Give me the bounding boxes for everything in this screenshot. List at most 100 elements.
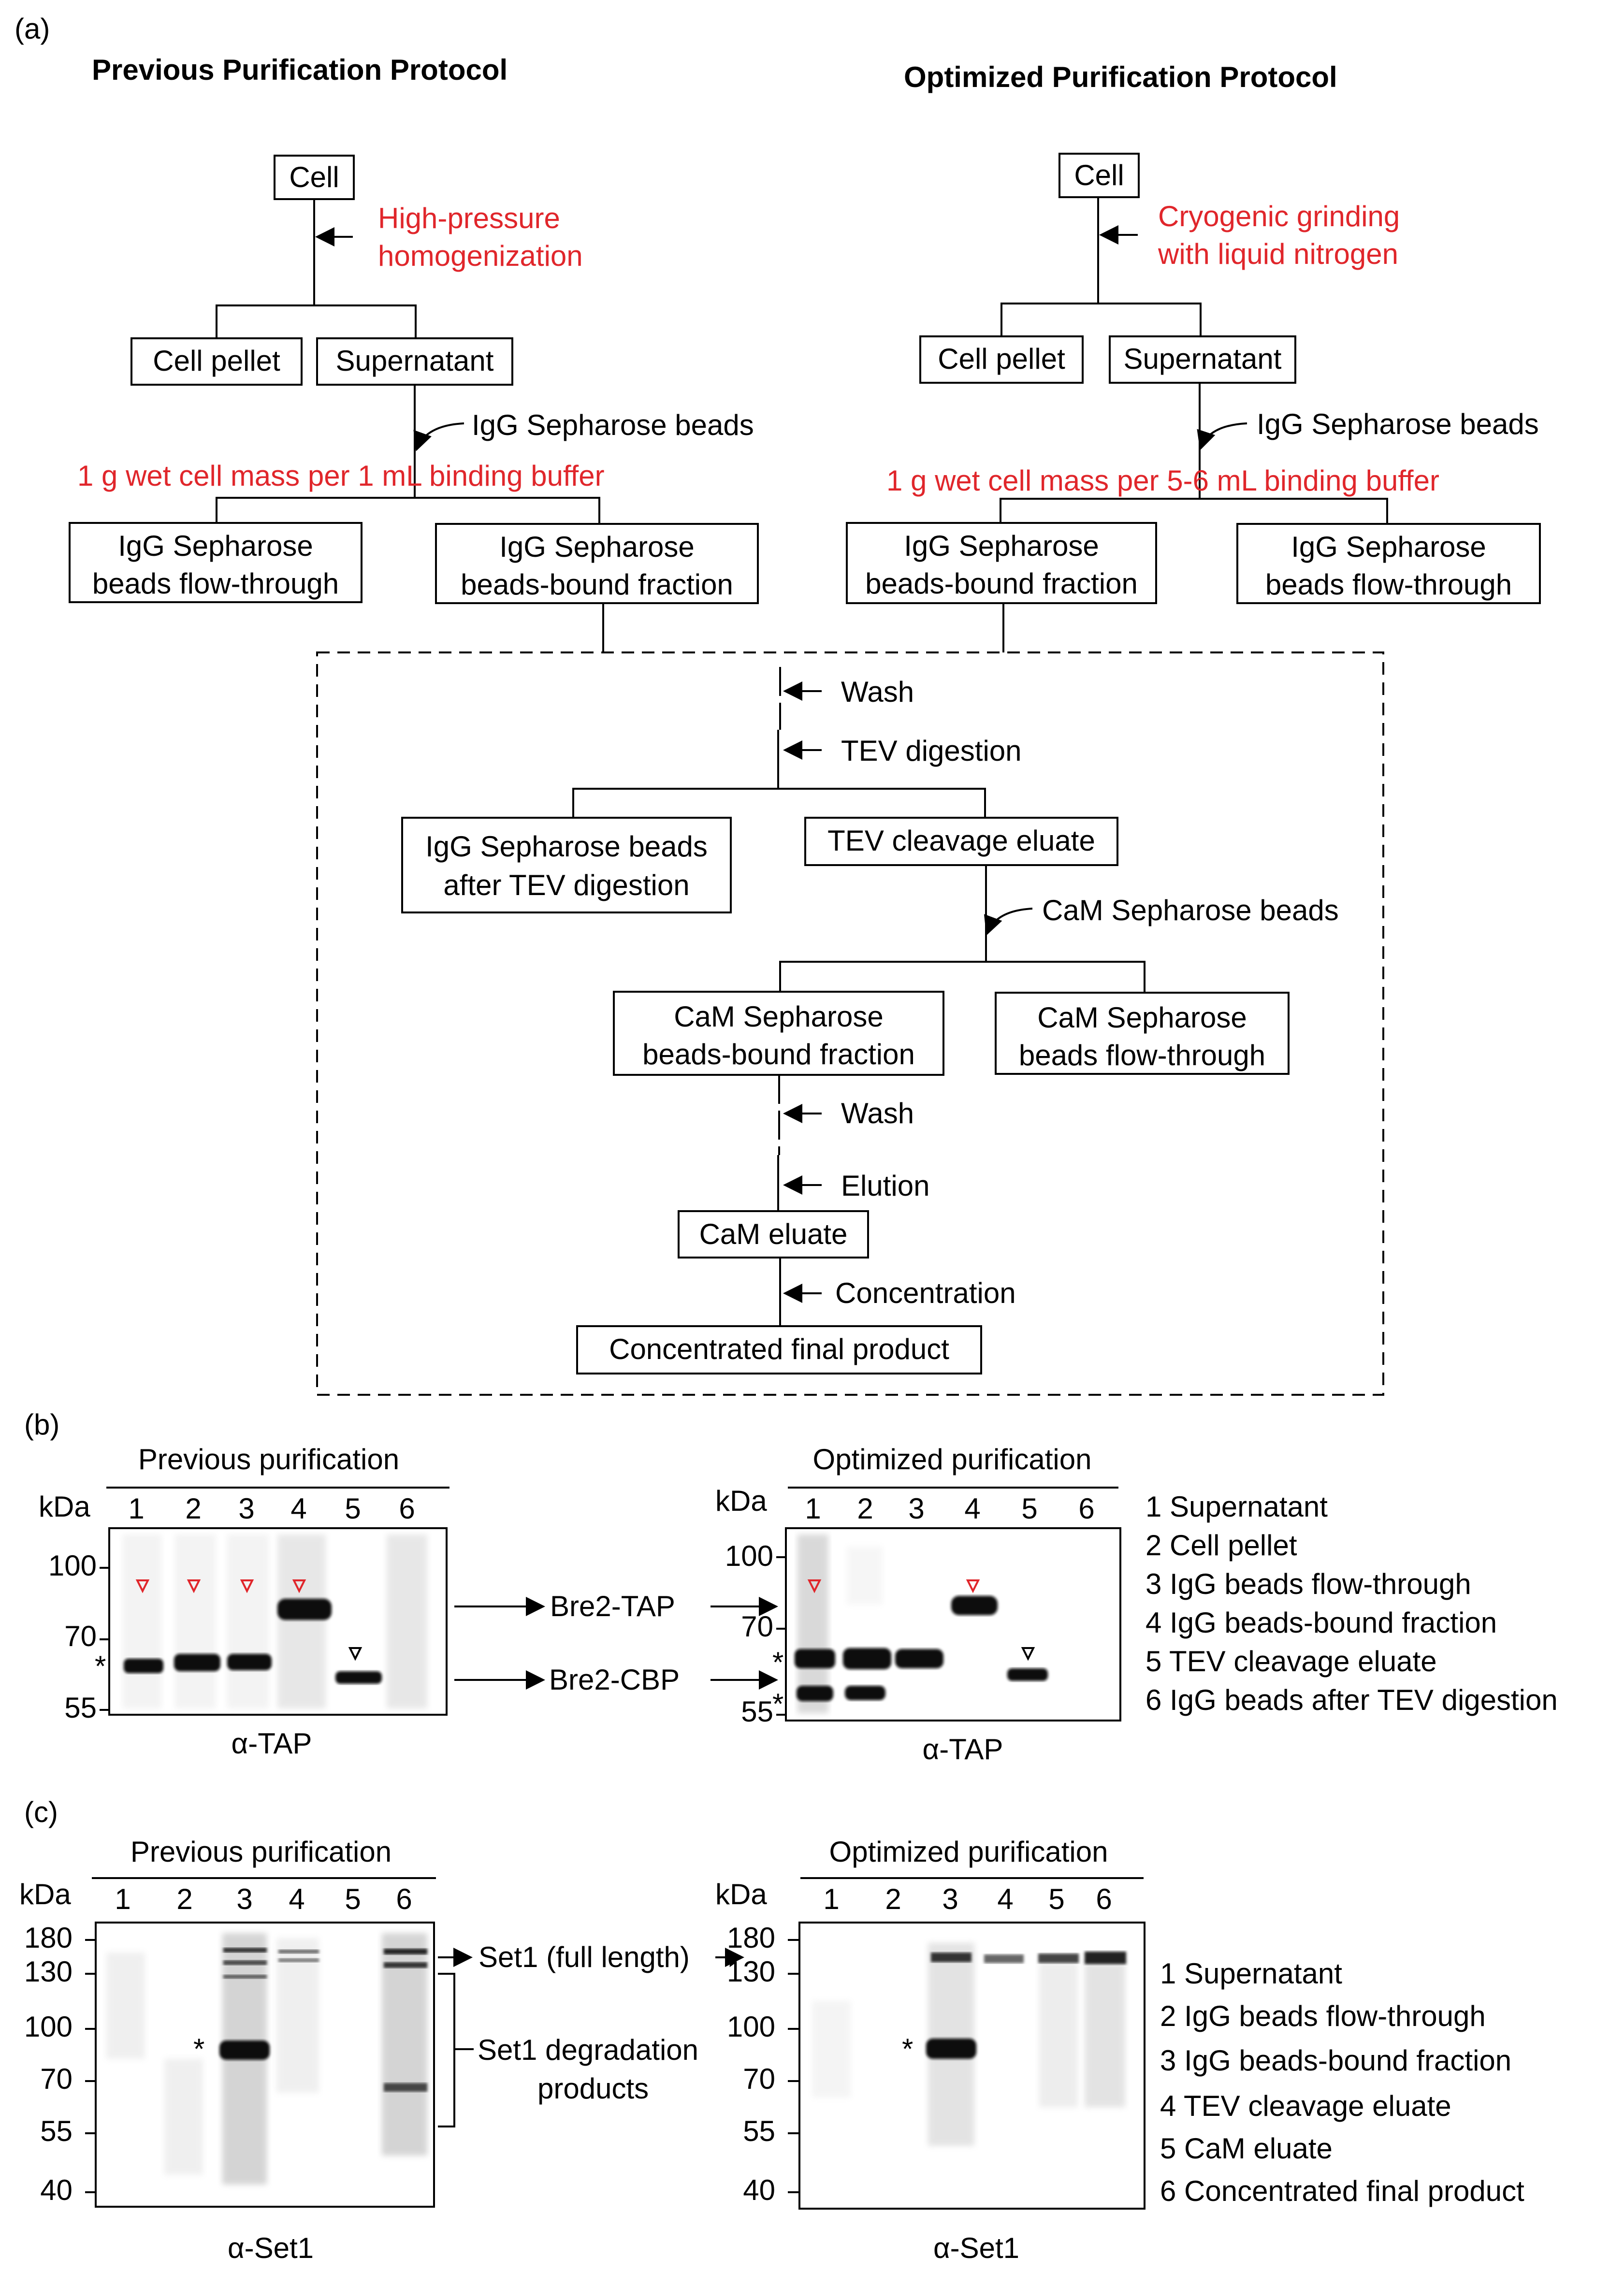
wash-label: Wash — [841, 676, 914, 708]
cam-bound-2: beads-bound fraction — [642, 1038, 915, 1070]
b-opt-gel — [785, 1527, 1121, 1721]
prev-supernatant-box — [316, 337, 513, 386]
c-prev-smear-4 — [276, 1938, 319, 2093]
b-prev-antibody: α-TAP — [232, 1727, 312, 1760]
c-prev-smear-6 — [382, 1933, 427, 2155]
prev-flow-1: IgG Sepharose — [118, 530, 313, 562]
b-opt-lane-labels: 1 2 3 4 5 6 — [805, 1492, 1094, 1525]
prev-bound-1: IgG Sepharose — [499, 531, 695, 563]
c-opt-bands — [812, 1943, 1126, 2146]
b-opt-band-1b — [797, 1686, 833, 1701]
b-prev-lane-3: 3 — [238, 1492, 254, 1525]
opt-flow-box — [1236, 523, 1541, 604]
b-opt-band-5 — [1007, 1668, 1048, 1681]
previous-protocol-title: Previous Purification Protocol — [92, 54, 508, 86]
opt-bound-1: IgG Sepharose — [904, 530, 1099, 562]
c-opt-band-3a — [931, 1953, 972, 1962]
c-prev-band-3a — [223, 1948, 267, 1953]
set1-degradation-1: Set1 degradation — [478, 2034, 698, 2066]
b-opt-asterisk-2: * — [772, 1688, 783, 1720]
prev-split-1 — [216, 304, 417, 338]
b-opt-lane-2: 2 — [857, 1492, 873, 1525]
b-opt-red-arrowhead-4 — [966, 1579, 980, 1593]
b-opt-band-4 — [951, 1596, 998, 1615]
c-prev-band-4a — [278, 1950, 319, 1953]
c-opt-band-4 — [984, 1954, 1024, 1963]
opt-bound-box — [846, 522, 1157, 604]
c-prev-marker-100: 100 — [24, 2011, 72, 2043]
final-product-label: Concentrated final product — [609, 1333, 949, 1365]
c-opt-marker-130: 130 — [727, 1955, 775, 1988]
b-opt-antibody: α-TAP — [923, 1733, 1003, 1765]
c-opt-lane-2: 2 — [885, 1883, 901, 1915]
b-prev-bands — [123, 1534, 427, 1708]
c-opt-smear-6 — [1085, 1962, 1125, 2107]
b-opt-marker-55: 55 — [741, 1695, 773, 1728]
b-prev-band-1 — [124, 1659, 163, 1673]
b-opt-lane-5: 5 — [1021, 1492, 1037, 1525]
b-prev-marker-55: 55 — [64, 1692, 97, 1724]
set1-full-label: Set1 (full length) — [478, 1941, 690, 1973]
c-prev-antibody: α-Set1 — [228, 2232, 314, 2264]
b-prev-band-4 — [277, 1599, 332, 1620]
b-prev-lane-6: 6 — [399, 1492, 415, 1525]
b-opt-kda: kDa — [715, 1485, 767, 1517]
prev-flow-2: beads flow-through — [92, 567, 339, 600]
opt-split-2 — [1000, 498, 1388, 523]
b-prev-kda: kDa — [39, 1490, 90, 1523]
c-opt-antibody: α-Set1 — [933, 2232, 1019, 2264]
prev-beads-label: IgG Sepharose beads — [472, 409, 754, 441]
c-prev-lane-labels: 1 2 3 4 5 6 — [115, 1883, 412, 1915]
opt-ratio-label: 1 g wet cell mass per 5-6 mL binding buf… — [886, 464, 1439, 497]
c-prev-marker-40: 40 — [40, 2174, 72, 2206]
b-prev-marker-70: 70 — [64, 1620, 97, 1652]
c-opt-lane-4: 4 — [997, 1883, 1013, 1915]
c-prev-band-6a — [384, 1949, 427, 1954]
c-legend-5: 5 CaM eluate — [1160, 2132, 1333, 2165]
prev-split-2 — [216, 497, 600, 523]
b-prev-red-arrowhead-4 — [292, 1579, 306, 1593]
c-opt-marker-55: 55 — [743, 2115, 775, 2147]
b-opt-bands — [795, 1534, 1048, 1713]
c-legend-3: 3 IgG beads-bound fraction — [1160, 2044, 1511, 2077]
b-prev-smear-3 — [227, 1534, 269, 1708]
shared-split-1 — [572, 788, 986, 818]
c-opt-kda: kDa — [715, 1878, 767, 1910]
c-opt-band-6 — [1085, 1952, 1126, 1964]
c-opt-smear-5 — [1039, 1962, 1078, 2107]
opt-split-1 — [1000, 303, 1202, 336]
opt-supernatant-box — [1109, 335, 1296, 384]
panel-a-label: (a) — [14, 13, 50, 45]
prev-cell-label: Cell — [289, 161, 339, 193]
b-prev-red-arrowhead-2 — [187, 1579, 201, 1593]
b-opt-lane-6: 6 — [1078, 1492, 1094, 1525]
b-opt-marker-100: 100 — [725, 1540, 773, 1572]
prev-beads-arrow — [413, 422, 464, 451]
c-prev-marker-180: 180 — [24, 1922, 72, 1954]
b-prev-smear-4 — [277, 1534, 326, 1708]
opt-flow-2: beads flow-through — [1265, 568, 1512, 601]
shared-split-2 — [779, 961, 1146, 992]
c-opt-marker-180: 180 — [727, 1922, 775, 1954]
c-prev-lane-6: 6 — [396, 1883, 412, 1915]
c-prev-band-4b — [278, 1958, 319, 1962]
c-opt-smear-1 — [812, 2001, 851, 2097]
opt-flow-1: IgG Sepharose — [1291, 531, 1486, 563]
bre2-cbp-label: Bre2-CBP — [549, 1663, 680, 1696]
c-opt-band-3-main — [926, 2039, 976, 2059]
c-prev-lane-4: 4 — [289, 1883, 304, 1915]
b-prev-lane-4: 4 — [290, 1492, 306, 1525]
c-opt-title: Optimized purification — [829, 1836, 1108, 1868]
b-legend-1: 1 Supernatant — [1146, 1490, 1328, 1523]
shared-steps-dashed-box — [316, 651, 1384, 1396]
b-prev-lane-2: 2 — [185, 1492, 201, 1525]
prev-pellet-box — [130, 337, 303, 386]
igg-after-tev-2: after TEV digestion — [443, 869, 689, 901]
b-prev-black-arrowhead-5 — [348, 1647, 362, 1661]
set1-degradation-2: products — [537, 2072, 649, 2105]
b-legend-5: 5 TEV cleavage eluate — [1146, 1645, 1437, 1678]
c-prev-band-3c — [223, 1975, 267, 1979]
prev-lysis-2: homogenization — [378, 240, 583, 272]
opt-lysis-2: with liquid nitrogen — [1158, 238, 1398, 270]
